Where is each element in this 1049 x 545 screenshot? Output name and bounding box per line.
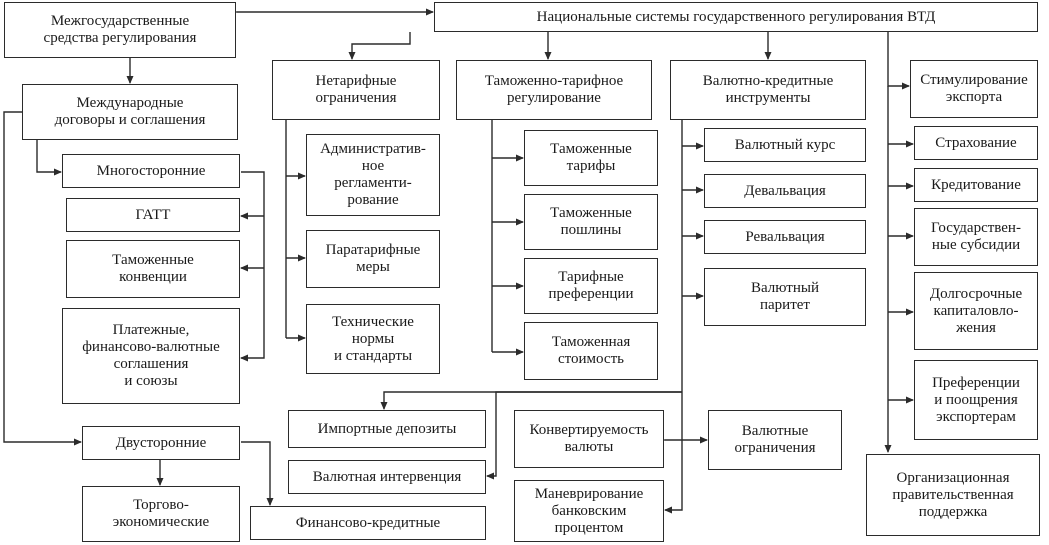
node-currency-parity: Валютный паритет <box>704 268 866 326</box>
node-export-stimulation: Стимулирование экспорта <box>910 60 1038 118</box>
node-nontariff: Нетарифные ограничения <box>272 60 440 120</box>
node-customs-tariffs: Таможенные тарифы <box>524 130 658 186</box>
node-payment-unions: Платежные, финансово-валютные соглашения… <box>62 308 240 404</box>
node-insurance: Страхование <box>914 126 1038 160</box>
node-currency-credit: Валютно-кредитные инструменты <box>670 60 866 120</box>
node-currency-restrictions: Валютные ограничения <box>708 410 842 470</box>
node-import-deposits: Импортные депозиты <box>288 410 486 448</box>
link-bilateral-financial <box>241 441 274 506</box>
node-exchange-rate: Валютный курс <box>704 128 866 162</box>
node-interstate: Межгосударственные средства регулировани… <box>4 2 236 58</box>
node-intl-agreements: Международные договоры и соглашения <box>22 84 238 140</box>
node-state-subsidies: Государствен- ные субсидии <box>914 208 1038 266</box>
node-customs-duties: Таможенные пошлины <box>524 194 658 250</box>
node-paratariff: Паратарифные меры <box>306 230 440 288</box>
node-tech-norms: Технические нормы и стандарты <box>306 304 440 374</box>
link-currency-intervention <box>486 391 682 480</box>
node-govt-support: Организационная правительственная поддер… <box>866 454 1040 536</box>
bracket-multilateral <box>240 171 265 362</box>
node-trade-economic: Торгово- экономические <box>82 486 240 542</box>
node-crediting: Кредитование <box>914 168 1038 202</box>
link-agreements-bilateral <box>3 111 82 446</box>
node-multilateral: Многосторонние <box>62 154 240 188</box>
node-tariff-preferences: Тарифные преференции <box>524 258 658 314</box>
node-admin-regulation: Административ- ное регламенти- рование <box>306 134 440 216</box>
node-gatt: ГАТТ <box>66 198 240 232</box>
node-currency-intervention: Валютная интервенция <box>288 460 486 494</box>
node-customs-value: Таможенная стоимость <box>524 322 658 380</box>
node-exporter-preferences: Преференции и поощрения экспортерам <box>914 360 1038 440</box>
node-national: Национальные системы государственного ре… <box>434 2 1038 32</box>
node-revaluation: Ревальвация <box>704 220 866 254</box>
node-customs-tariff: Таможенно-тарифное регулирование <box>456 60 652 120</box>
node-convertibility: Конвертируемость валюты <box>514 410 664 468</box>
link-agreements-multilateral <box>36 140 62 176</box>
trunk-currency-credit <box>664 120 683 514</box>
node-customs-conventions: Таможенные конвенции <box>66 240 240 298</box>
node-financial-credit: Финансово-кредитные <box>250 506 486 540</box>
node-bilateral: Двусторонние <box>82 426 240 460</box>
node-bank-rate: Маневрирование банковским процентом <box>514 480 664 542</box>
link-national-nontariff <box>348 32 411 60</box>
link-national-export <box>887 32 910 90</box>
node-devaluation: Девальвация <box>704 174 866 208</box>
node-long-term-investment: Долгосрочные капиталовло- жения <box>914 272 1038 350</box>
link-currency-deposits <box>380 391 682 410</box>
